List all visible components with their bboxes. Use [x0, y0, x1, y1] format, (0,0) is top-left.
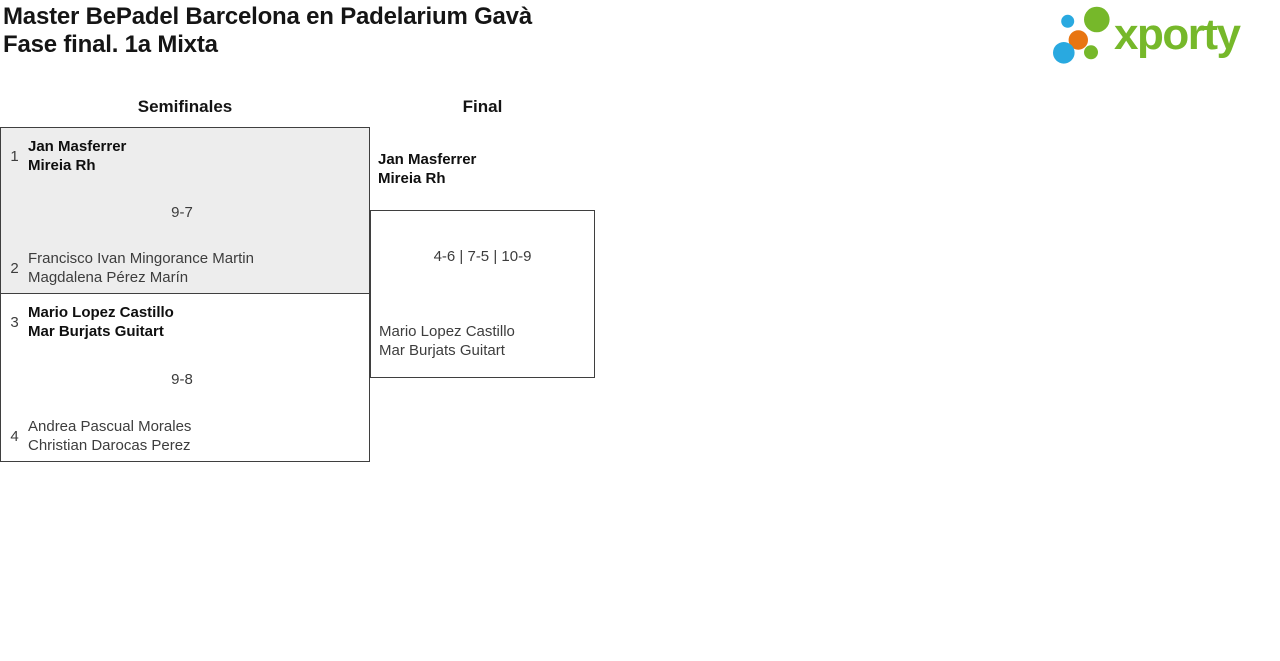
seed-number: 3 — [10, 313, 19, 331]
player-name: Christian Darocas Perez — [28, 437, 191, 454]
player-name: Mario Lopez Castillo — [379, 323, 515, 340]
page-title-line2: Fase final. 1a Mixta — [3, 31, 218, 58]
logo-dot-orange-icon — [1068, 30, 1088, 50]
seed-number: 1 — [10, 147, 19, 165]
logo-dot-green-large-icon — [1084, 6, 1110, 33]
player-name: Jan Masferrer — [28, 138, 127, 155]
logo-dot-green-small-icon — [1084, 45, 1098, 60]
logo-dot-blue-small-icon — [1061, 14, 1075, 28]
team-row-seed-1: 1 Jan Masferrer Mireia Rh — [1, 137, 363, 175]
team-names: Jan Masferrer Mireia Rh — [28, 137, 126, 175]
logo-dots-icon — [1053, 6, 1110, 64]
player-name: Magdalena Pérez Marín — [28, 269, 189, 286]
player-name: Andrea Pascual Morales — [28, 418, 192, 435]
xporty-logo: xporty — [1053, 6, 1243, 64]
match-semifinal-2: 3 Mario Lopez Castillo Mar Burjats Guita… — [0, 293, 370, 462]
player-name: Mireia Rh — [28, 157, 96, 174]
match-semifinal-1: 1 Jan Masferrer Mireia Rh 9-7 2 Francisc… — [0, 127, 370, 294]
match-final: 4-6 | 7-5 | 10-9 Mario Lopez Castillo Ma… — [370, 210, 595, 378]
round-header-semifinales: Semifinales — [137, 97, 233, 116]
match-score: 4-6 | 7-5 | 10-9 — [433, 248, 532, 265]
player-name: Mireia Rh — [378, 170, 446, 187]
final-team-top: Jan Masferrer Mireia Rh — [378, 150, 476, 188]
team-names: Francisco Ivan Mingorance Martin Magdale… — [28, 249, 254, 287]
match-score: 9-8 — [171, 370, 193, 388]
page-title: Master BePadel Barcelona en Padelarium G… — [3, 3, 532, 59]
team-row-seed-4: 4 Andrea Pascual Morales Christian Daroc… — [1, 417, 363, 455]
player-name: Francisco Ivan Mingorance Martin — [28, 250, 254, 267]
team-names: Mario Lopez Castillo Mar Burjats Guitart — [28, 303, 174, 341]
player-name: Mar Burjats Guitart — [379, 342, 505, 359]
logo-wordmark: xporty — [1114, 10, 1242, 59]
seed-number: 2 — [10, 259, 19, 277]
team-row-seed-3: 3 Mario Lopez Castillo Mar Burjats Guita… — [1, 303, 363, 341]
team-row-seed-2: 2 Francisco Ivan Mingorance Martin Magda… — [1, 249, 363, 287]
page-title-line1: Master BePadel Barcelona en Padelarium G… — [3, 3, 532, 30]
player-name: Jan Masferrer — [378, 151, 477, 168]
player-name: Mario Lopez Castillo — [28, 304, 174, 321]
player-name: Mar Burjats Guitart — [28, 323, 164, 340]
logo-dot-blue-large-icon — [1053, 42, 1075, 64]
round-header-final: Final — [462, 97, 503, 116]
seed-number: 4 — [10, 427, 19, 445]
match-score: 9-7 — [171, 203, 193, 221]
final-team-bottom: Mario Lopez Castillo Mar Burjats Guitart — [379, 322, 515, 360]
team-names: Andrea Pascual Morales Christian Darocas… — [28, 417, 191, 455]
